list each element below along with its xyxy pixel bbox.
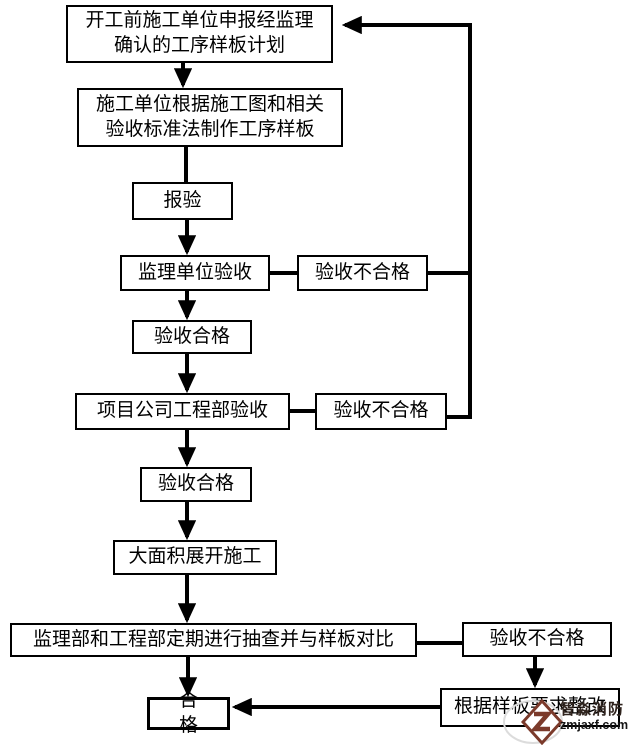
- node-fail-1: 验收不合格: [297, 255, 428, 291]
- node-spot-check: 监理部和工程部定期进行抽查并与样板对比: [10, 623, 417, 657]
- node-fail-3: 验收不合格: [462, 622, 612, 657]
- node-supervisor-accept: 监理单位验收: [120, 255, 270, 291]
- watermark-brand: 智淼消防: [560, 701, 625, 718]
- node-pass-final: 合 格: [147, 690, 230, 736]
- node-pass-1: 验收合格: [132, 320, 252, 354]
- node-full-construction: 大面积展开施工: [113, 540, 277, 575]
- node-pass-2: 验收合格: [140, 467, 252, 502]
- node-fail-2: 验收不合格: [315, 393, 447, 430]
- node-company-accept: 项目公司工程部验收: [75, 393, 290, 430]
- node-plan: 开工前施工单位申报经监理 确认的工序样板计划: [66, 5, 333, 63]
- watermark-site: zmjaxf.com: [560, 718, 629, 732]
- node-submit: 报验: [132, 182, 233, 220]
- watermark-logo-icon: [521, 699, 563, 745]
- node-make-sample: 施工单位根据施工图和相关 验收标准法制作工序样板: [77, 88, 343, 147]
- watermark: 智淼消防 zmjaxf.com: [500, 690, 640, 745]
